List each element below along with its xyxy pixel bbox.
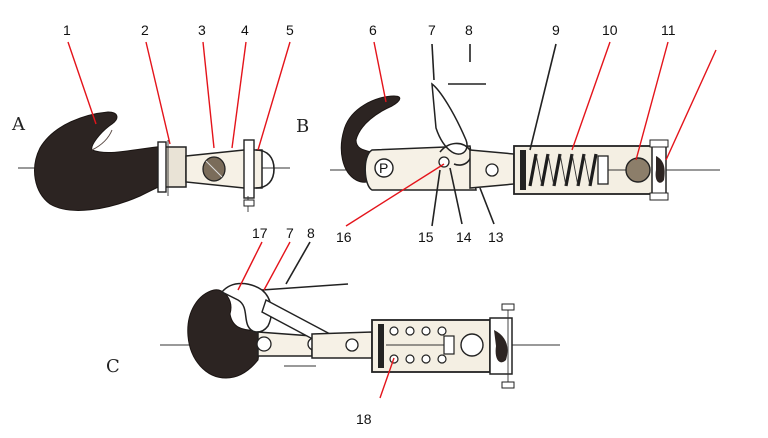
callout-8: 8 <box>465 22 473 38</box>
figure-b-pivot-mark: P <box>379 160 388 176</box>
figure-b-hook <box>340 95 401 183</box>
leader-6 <box>373 41 387 103</box>
figure-b-pivot <box>374 158 394 178</box>
leader-7 <box>431 43 435 81</box>
figure-b-body <box>364 145 477 191</box>
leader-8c <box>285 241 311 285</box>
callout-3: 3 <box>198 22 206 38</box>
figure-c-rod-plate <box>443 335 455 355</box>
leader-18 <box>379 357 395 399</box>
black-leaders <box>285 43 557 285</box>
figure-c-pull-line <box>261 283 349 291</box>
callout-7c: 7 <box>286 225 294 241</box>
callout-4: 4 <box>241 22 249 38</box>
leader-12 <box>665 49 717 161</box>
callout-18: 18 <box>356 411 372 427</box>
figure-c-end-plate <box>378 324 384 368</box>
figure-c-strap-pin <box>345 338 359 352</box>
leader-9 <box>529 43 557 151</box>
callout-9: 9 <box>552 22 560 38</box>
figure-b-shackle-top <box>649 139 669 148</box>
figure-c <box>160 282 560 389</box>
leader-13 <box>479 187 495 225</box>
leader-16 <box>345 163 445 227</box>
figure-a-shackle-bar <box>243 139 255 199</box>
figure-c-bolt-top <box>501 303 515 311</box>
leader-4 <box>231 41 247 149</box>
figure-b-latch <box>431 82 468 155</box>
figure-b-trigger-pin <box>438 156 450 168</box>
figure-a-collar <box>157 141 167 193</box>
callout-7: 7 <box>428 22 436 38</box>
figure-a-pin-hatch <box>205 160 223 178</box>
figure-c-bolt-bottom <box>501 381 515 389</box>
leader-3 <box>202 41 215 149</box>
callout-5: 5 <box>286 22 294 38</box>
leader-11 <box>635 41 669 161</box>
panel-labels: A B C <box>11 114 309 377</box>
callout-8c: 8 <box>307 225 315 241</box>
callout-17: 17 <box>252 225 268 241</box>
leader-10 <box>571 41 611 151</box>
figure-b-shackle-bottom <box>649 192 669 201</box>
figure-a-bolt-nut <box>243 199 255 207</box>
figure-a-hook <box>34 111 166 211</box>
leader-2 <box>145 41 171 145</box>
figure-c-shackle-roller <box>494 330 508 363</box>
leader-7c <box>263 241 291 291</box>
figure-b-spring <box>528 153 598 187</box>
panel-label-b: B <box>296 116 309 137</box>
leader-lines <box>67 41 717 399</box>
leader-5 <box>257 41 291 151</box>
callout-11: 11 <box>661 22 676 38</box>
figure-a-hook-edge <box>91 129 113 151</box>
callout-14: 14 <box>456 229 472 245</box>
figure-b: P <box>330 82 720 201</box>
leader-1 <box>67 41 97 125</box>
callout-10: 10 <box>602 22 618 38</box>
figure-b-strap-pin <box>485 163 499 177</box>
figure-c-shackle-pin <box>460 333 484 357</box>
callout-1: 1 <box>63 22 71 38</box>
figure-c-strap <box>311 331 373 359</box>
panel-label-a: A <box>11 114 26 135</box>
figure-c-holes <box>389 326 447 364</box>
leader-15 <box>431 169 441 227</box>
callout-2: 2 <box>141 22 149 38</box>
figure-c-hook <box>187 289 263 379</box>
figure-c-latch-tip <box>220 282 273 333</box>
callout-15: 15 <box>418 229 434 245</box>
callout-labels: 1 2 3 4 5 6 7 8 9 10 11 16 15 14 13 17 7… <box>63 22 676 427</box>
figure-b-shackle-roller <box>655 156 665 183</box>
callout-13: 13 <box>488 229 504 245</box>
callout-6: 6 <box>369 22 377 38</box>
figure-b-end-plate <box>520 150 526 190</box>
leader-17 <box>237 241 263 291</box>
figure-b-shackle-pin <box>625 157 651 183</box>
callout-16: 16 <box>336 229 352 245</box>
figure-b-spring-plate <box>597 155 609 185</box>
panel-label-c: C <box>106 356 120 377</box>
leader-14 <box>449 167 463 225</box>
figure-a-shackle-bow <box>255 149 275 189</box>
figure-c-pivot <box>256 336 272 352</box>
figure-a <box>18 111 290 212</box>
